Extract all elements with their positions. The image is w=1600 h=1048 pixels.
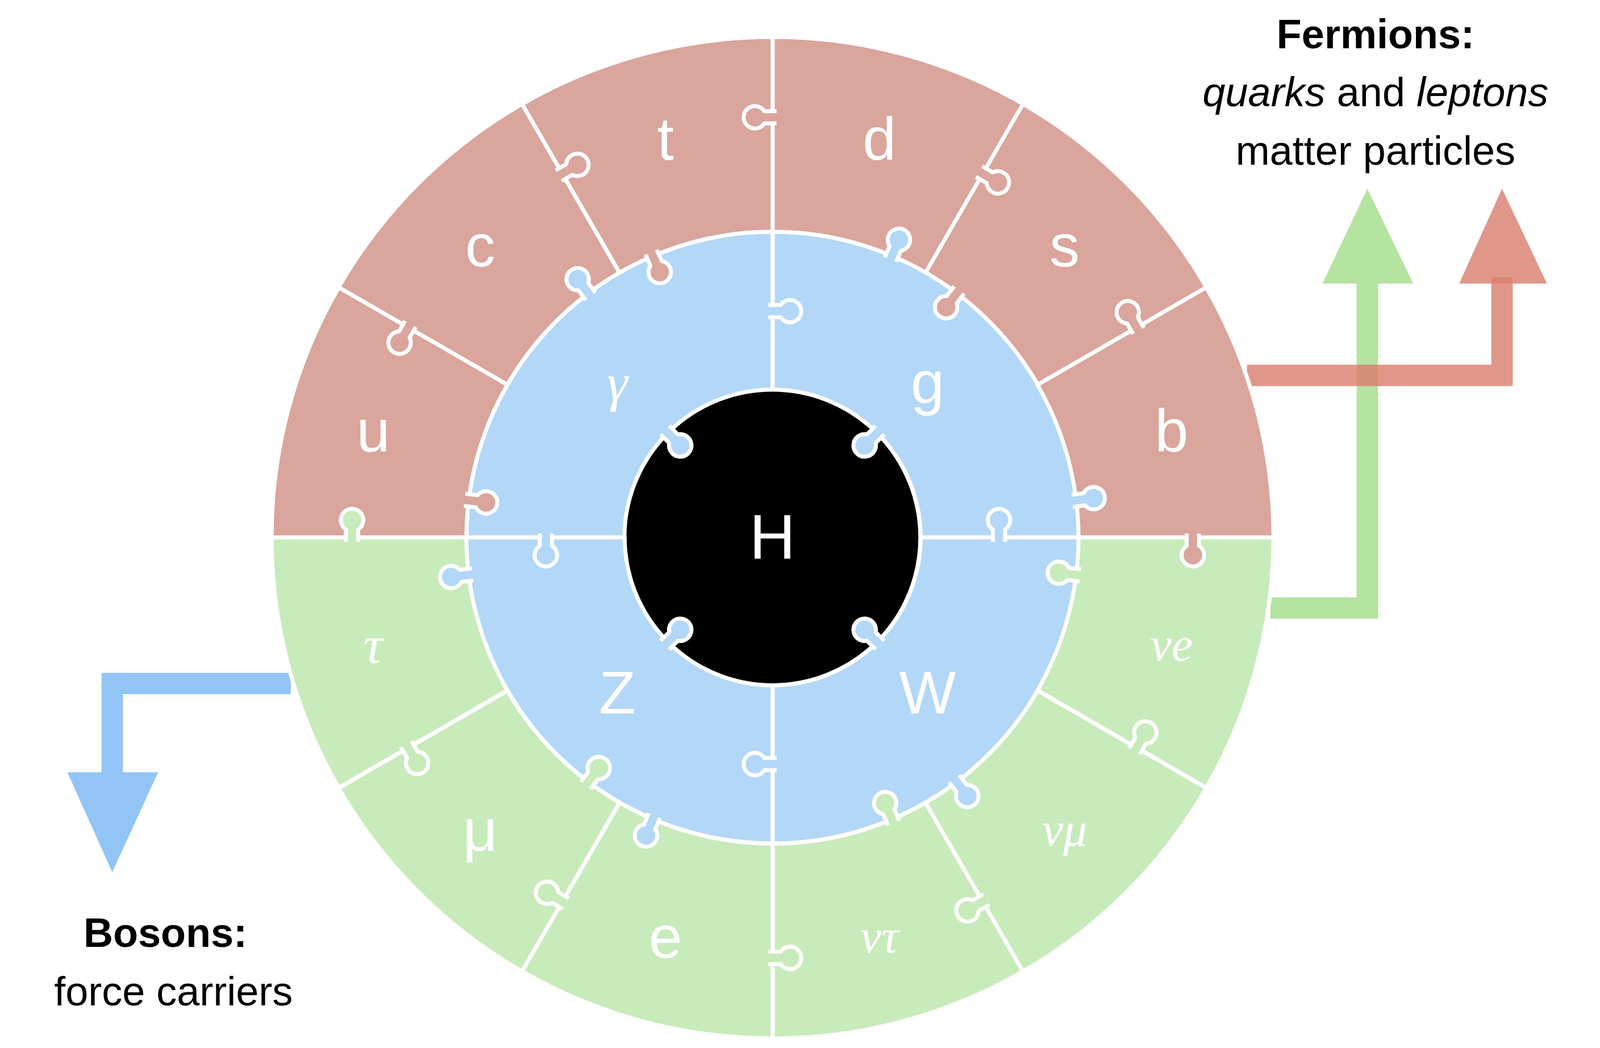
puzzle-tab	[743, 106, 777, 129]
particle-symbol: u	[356, 400, 390, 461]
puzzle-tab	[743, 752, 777, 776]
group-label: matter particles	[1235, 128, 1516, 174]
label-line: Fermions:	[1276, 11, 1475, 57]
puzzle-tab	[656, 422, 697, 462]
puzzle-tab	[438, 563, 474, 590]
puzzle-tab	[880, 225, 914, 265]
puzzle-tab	[552, 149, 593, 186]
puzzle-tab	[384, 318, 420, 358]
particle-symbol: νμ	[1042, 806, 1087, 854]
puzzle-tab	[768, 947, 802, 970]
arrow-head	[1459, 188, 1547, 284]
arrow-shaft	[1247, 277, 1503, 375]
puzzle-tab	[531, 877, 572, 914]
puzzle-tab	[870, 788, 904, 828]
particle-symbol: νe	[1150, 621, 1194, 669]
particle-symbol: t	[657, 108, 674, 169]
arrow-head	[67, 772, 159, 873]
puzzle-tab	[463, 488, 499, 515]
puzzle-piece: b	[1037, 287, 1274, 539]
puzzle-piece: e	[522, 802, 773, 1039]
puzzle-tab	[576, 752, 615, 793]
piece-shape	[522, 802, 773, 1039]
puzzle-tab	[945, 772, 983, 812]
group-label: force carriers	[53, 969, 293, 1015]
group-label: Bosons:	[83, 911, 248, 957]
puzzle-tab	[1112, 297, 1149, 337]
puzzle-tab	[930, 283, 968, 324]
particle-symbol: γ	[606, 355, 628, 410]
label-line: matter particles	[1235, 128, 1516, 174]
piece-outline	[522, 802, 773, 1039]
puzzle-tab	[640, 247, 675, 287]
particle-symbol: H	[749, 505, 796, 570]
puzzle-tab	[396, 738, 433, 779]
particle-symbol: ντ	[860, 913, 899, 961]
puzzle-tab	[1125, 717, 1161, 758]
puzzle-tab	[656, 614, 697, 654]
particle-symbol: b	[1155, 400, 1189, 461]
piece-outline	[1037, 287, 1274, 539]
particle-symbol: d	[862, 108, 897, 169]
puzzle-tab	[631, 811, 665, 851]
particle-symbol: s	[1049, 215, 1080, 276]
group-label: leptons	[1416, 70, 1549, 116]
piece-outline	[925, 690, 1207, 972]
puzzle-tab	[952, 890, 993, 927]
arrow-shaft	[1270, 277, 1368, 608]
particle-symbol: τ	[363, 618, 383, 672]
puzzle-tab	[534, 533, 558, 567]
puzzle-tab	[1071, 485, 1107, 512]
particle-symbol: μ	[463, 800, 498, 861]
puzzle-tab	[848, 422, 889, 462]
particle-symbol: Z	[598, 662, 636, 723]
puzzle-tab	[768, 300, 802, 323]
puzzle-tab	[561, 263, 600, 304]
puzzle-tab	[1046, 560, 1082, 587]
particle-symbol: e	[648, 906, 683, 968]
label-line: force carriers	[53, 969, 293, 1015]
group-label: quarks	[1202, 70, 1326, 116]
arrow-head	[1322, 188, 1414, 284]
group-label: Fermions:	[1276, 11, 1475, 57]
label-line: Bosons:	[83, 911, 248, 957]
particle-symbol: g	[910, 352, 945, 413]
label-line: quarksandleptons	[1202, 70, 1549, 116]
puzzle-piece: νμ	[925, 690, 1207, 972]
puzzle-tab	[340, 509, 364, 543]
group-label: and	[1336, 70, 1406, 116]
particle-symbol: W	[898, 662, 956, 723]
particle-symbol: c	[465, 215, 496, 276]
puzzle-tab	[987, 509, 1011, 543]
puzzle-tab	[848, 614, 889, 654]
arrow-shaft	[112, 683, 291, 781]
puzzle-tab	[973, 161, 1014, 198]
puzzle-tab	[1181, 533, 1205, 567]
